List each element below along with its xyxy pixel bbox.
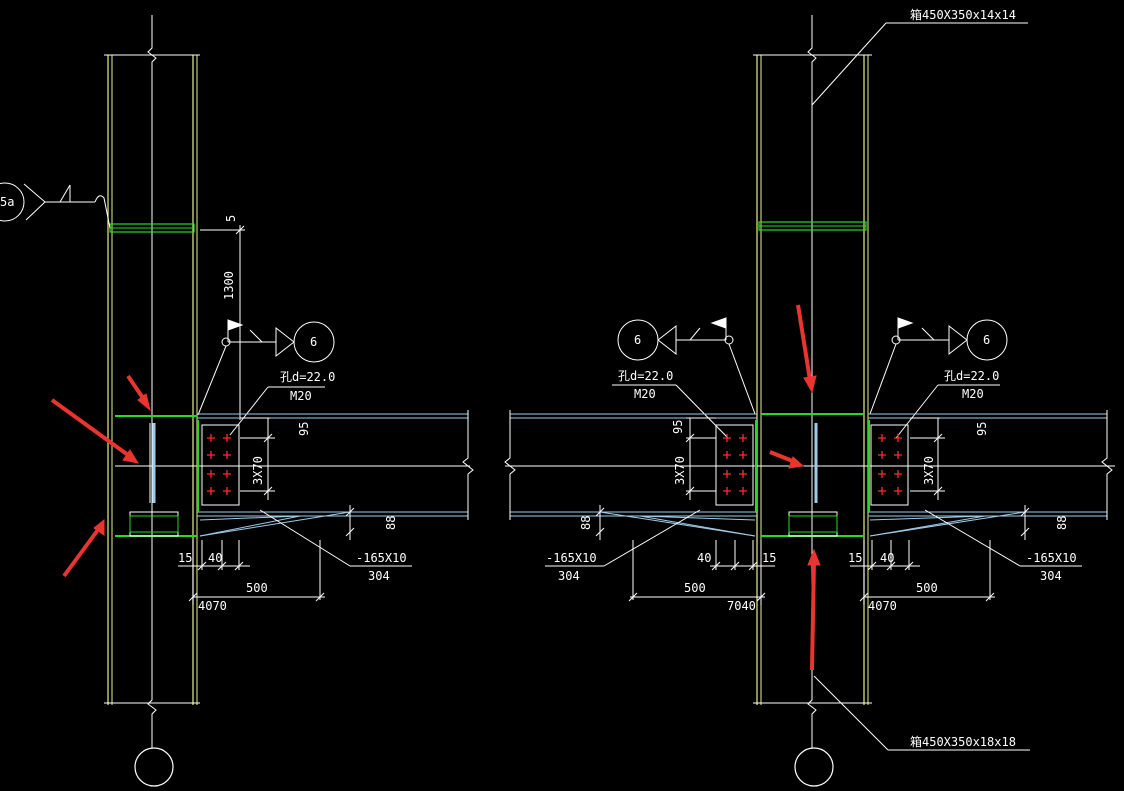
top-section-label: 箱450X350x14x14	[910, 7, 1016, 22]
right-left-bolt-label: M20	[634, 387, 656, 401]
dim-15-label: 15	[178, 551, 192, 565]
left-plate-leader	[259, 509, 412, 567]
plate-label: -165X10	[356, 551, 407, 565]
right-left-hole-label: 孔d=22.0	[618, 369, 673, 383]
left-grid-bubble	[134, 747, 174, 787]
left-red-arrows	[50, 374, 151, 578]
column-height-label: 1300	[222, 271, 236, 300]
flange-depth-label: 88	[384, 516, 398, 530]
right-left-dim-40: 40	[697, 551, 711, 565]
left-bolt-dimension	[240, 417, 275, 500]
right-left-dim-15: 15	[762, 551, 776, 565]
right-right-bolt-label: M20	[962, 387, 984, 401]
right-red-arrows	[769, 304, 821, 671]
right-right-bolt-group	[878, 434, 902, 495]
right-plate-leaders	[545, 509, 1082, 567]
left-weld-callout	[197, 319, 335, 416]
right-left-edge-top: 95	[671, 420, 685, 434]
right-vertical-dimensions	[595, 417, 1030, 540]
right-bottom-section-leader	[813, 675, 1030, 751]
right-detail: 箱450X350x14x14 箱450X350x18x18 6	[504, 7, 1115, 787]
left-detail: 5a 5 1300 6 孔d=22.0 M20	[0, 15, 474, 787]
right-right-dim-4070: 4070	[868, 599, 897, 613]
plate-length-label: 304	[368, 569, 390, 583]
left-column	[104, 15, 200, 748]
right-grid-bubble	[794, 747, 834, 787]
left-height-dimension	[200, 225, 245, 420]
left-weld-symbol-5a	[0, 182, 111, 229]
right-left-plate-label: -165X10	[546, 551, 597, 565]
right-top-section-leader	[811, 22, 1028, 106]
right-right-flange-depth: 88	[1055, 516, 1069, 530]
left-hole-leader	[229, 386, 325, 436]
right-right-plate-label: -165X10	[1026, 551, 1077, 565]
weld-callout-number: 6	[310, 335, 317, 349]
dim-40-label: 40	[208, 551, 222, 565]
weld-size-label: 5	[224, 215, 238, 222]
right-right-dim-500: 500	[916, 581, 938, 595]
left-bolt-group	[207, 434, 231, 495]
hole-label: 孔d=22.0	[280, 370, 335, 384]
right-right-edge-top: 95	[975, 422, 989, 436]
right-right-weld-callout	[869, 317, 1008, 415]
right-left-weld-number: 6	[634, 333, 641, 347]
edge-top-label: 95	[297, 422, 311, 436]
left-beam	[115, 410, 474, 537]
right-right-plate-length: 304	[1040, 569, 1062, 583]
right-left-bolt-group	[723, 434, 747, 495]
right-left-bolt-spacing: 3X70	[673, 456, 687, 485]
bolt-label: M20	[290, 389, 312, 403]
right-horizontal-dimensions	[628, 540, 995, 605]
right-right-hole-label: 孔d=22.0	[944, 369, 999, 383]
right-right-weld-number: 6	[983, 333, 990, 347]
right-beams	[504, 410, 1115, 537]
right-left-weld-callout	[617, 317, 756, 415]
right-left-plate-length: 304	[558, 569, 580, 583]
left-flange-dimension	[345, 505, 355, 540]
right-left-dim-500: 500	[684, 581, 706, 595]
bottom-section-label: 箱450X350x18x18	[910, 734, 1016, 749]
left-horizontal-dimensions	[178, 540, 325, 605]
bolt-spacing-label: 3X70	[251, 456, 265, 485]
right-right-dim-40: 40	[880, 551, 894, 565]
dim-4070-label: 4070	[198, 599, 227, 613]
right-left-flange-depth: 88	[579, 516, 593, 530]
dim-500-label: 500	[246, 581, 268, 595]
right-right-bolt-spacing: 3X70	[922, 456, 936, 485]
right-left-dim-7040: 7040	[727, 599, 756, 613]
right-right-dim-15: 15	[848, 551, 862, 565]
weld-circle-label: 5a	[0, 195, 14, 209]
right-hole-leaders	[612, 384, 1000, 439]
